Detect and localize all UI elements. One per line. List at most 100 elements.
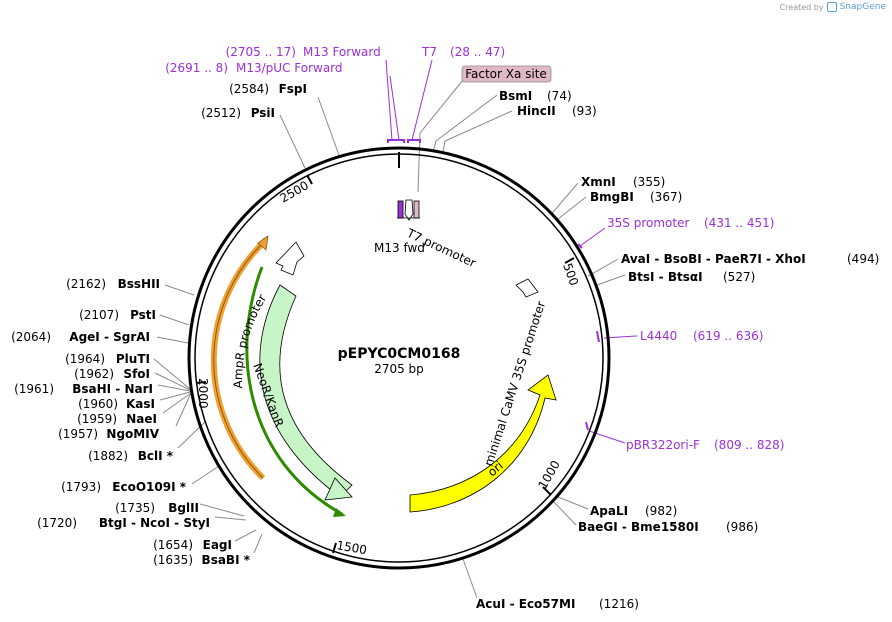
site-psii-name: PsiI bbox=[251, 106, 275, 120]
credit-brand: SnapGene bbox=[839, 2, 886, 12]
site-btgi-pos: (1720) bbox=[37, 516, 77, 530]
site-pluti-pos: (1964) bbox=[65, 352, 105, 366]
primer-mark-m13 bbox=[387, 139, 405, 143]
primer-pbr322-name: pBR322ori-F bbox=[626, 438, 700, 452]
credit-text: Created by bbox=[779, 2, 824, 12]
t7-promoter-feature bbox=[404, 199, 414, 221]
factor-xa-feature bbox=[413, 200, 420, 219]
primer-mark-t7 bbox=[407, 139, 421, 143]
leader-ngomiv bbox=[175, 392, 192, 427]
leader-bglii bbox=[199, 503, 245, 517]
leader-fspi bbox=[317, 96, 341, 159]
plasmid-length: 2705 bp bbox=[374, 362, 424, 376]
site-labels-left: BsaBI * (1635) EagI (1654) BtgI - NcoI -… bbox=[11, 82, 307, 567]
leader-m13puc bbox=[389, 75, 400, 141]
leader-factorxa bbox=[417, 79, 464, 193]
primer-pbr322-range: (809 .. 828) bbox=[714, 438, 784, 452]
tick-mark-1000 bbox=[542, 486, 552, 496]
site-naei-pos: (1959) bbox=[77, 412, 117, 426]
site-bsahi-name: BsaHI - NarI bbox=[72, 382, 153, 396]
site-eco0109i-name: EcoO109I * bbox=[112, 480, 186, 494]
ampr-promoter-arrow bbox=[275, 241, 305, 276]
site-naei-name: NaeI bbox=[126, 412, 157, 426]
primer-35s-name: 35S promoter bbox=[607, 216, 689, 230]
site-eco0109i-pos: (1793) bbox=[61, 480, 101, 494]
primer-mark-l4440 bbox=[596, 330, 600, 343]
tick-label-500: 500 bbox=[560, 261, 581, 287]
site-psti-name: PstI bbox=[130, 308, 156, 322]
leader-bsmi bbox=[432, 94, 498, 153]
site-avai-name: AvaI - BsoBI - PaeR7I - XhoI bbox=[621, 252, 806, 266]
leader-apali bbox=[557, 496, 589, 510]
site-xmni-name: XmnI bbox=[581, 175, 616, 189]
primer-mark-pbr322 bbox=[585, 421, 589, 431]
site-ngomiv-name: NgoMIV bbox=[106, 427, 159, 441]
site-bcli-pos: (1882) bbox=[88, 449, 128, 463]
site-bsabi-pos: (1635) bbox=[153, 553, 193, 567]
leader-m13fwd bbox=[385, 59, 393, 141]
site-hincii-pos: (93) bbox=[572, 104, 597, 118]
site-sfoi-pos: (1962) bbox=[74, 367, 114, 381]
site-acui-pos: (1216) bbox=[599, 597, 639, 611]
site-xmni-pos: (355) bbox=[633, 175, 665, 189]
leader-avai bbox=[587, 258, 619, 277]
leader-bsabi bbox=[253, 533, 263, 554]
leader-eagi bbox=[234, 529, 257, 542]
site-bsshii-name: BssHII bbox=[118, 277, 160, 291]
leader-hincii bbox=[442, 110, 513, 154]
leader-naei bbox=[162, 392, 192, 414]
site-btsi-pos: (527) bbox=[723, 270, 755, 284]
leader-xmni bbox=[551, 182, 579, 214]
site-fspi-name: FspI bbox=[279, 82, 307, 96]
neo-line-arrowhead bbox=[333, 508, 346, 517]
leader-eco0109i bbox=[191, 465, 220, 485]
site-psti-pos: (2107) bbox=[79, 308, 119, 322]
plasmid-name: pEPYC0CM0168 bbox=[338, 346, 461, 362]
site-bsshii-pos: (2162) bbox=[66, 277, 106, 291]
neo-kanr-outer-line bbox=[245, 266, 343, 516]
m13-fwd-feature bbox=[397, 200, 404, 219]
tick-mark-2000 bbox=[195, 381, 207, 384]
site-bglii-name: BglII bbox=[168, 501, 199, 515]
site-bglii-pos: (1735) bbox=[115, 501, 155, 515]
site-btsi-name: BtsI - BtsαI bbox=[628, 270, 703, 284]
leader-lines bbox=[153, 79, 626, 599]
leader-bsahi bbox=[157, 384, 191, 392]
site-labels-right: BsmI (74) HincII (93) XmnI (355) BmgBI (… bbox=[476, 89, 879, 611]
leader-psti bbox=[159, 314, 190, 326]
site-bsabi-name: BsaBI * bbox=[202, 553, 251, 567]
site-acui-name: AcuI - Eco57MI bbox=[476, 597, 575, 611]
tick-mark-2500 bbox=[306, 174, 313, 185]
leader-btsi bbox=[596, 274, 626, 286]
site-psii-pos: (2512) bbox=[201, 106, 241, 120]
site-bmgbi-pos: (367) bbox=[650, 190, 682, 204]
tick-mark-500 bbox=[564, 257, 575, 264]
primer-t7-range: (28 .. 47) bbox=[450, 45, 505, 59]
leader-bmgbi bbox=[557, 196, 587, 220]
site-bsmi-pos: (74) bbox=[547, 89, 572, 103]
leader-btgi bbox=[214, 516, 247, 521]
camv-promoter-arrow bbox=[515, 278, 539, 298]
neo-kanr-arrowhead bbox=[324, 477, 353, 501]
primer-l4440-range: (619 .. 636) bbox=[693, 329, 763, 343]
primer-mark-35s bbox=[577, 243, 583, 249]
tick-mark-1500 bbox=[332, 542, 337, 554]
primer-t7-name: T7 bbox=[421, 45, 437, 59]
leader-t7 bbox=[411, 59, 433, 141]
primer-labels: (2705 .. 17) M13 Forward (2691 .. 8) M13… bbox=[165, 45, 784, 452]
site-hincii-name: HincII bbox=[517, 104, 556, 118]
leader-pluti bbox=[153, 358, 191, 390]
site-btgi-name: BtgI - NcoI - StyI bbox=[99, 516, 210, 530]
leader-psii bbox=[279, 114, 306, 169]
orange-feature-arrowhead bbox=[257, 235, 269, 251]
primer-l4440-name: L4440 bbox=[640, 329, 677, 343]
ori-feature bbox=[409, 374, 557, 513]
scale-ticks bbox=[195, 174, 575, 554]
primer-m13puc-range: (2691 .. 8) bbox=[165, 61, 228, 75]
leader-bsshii bbox=[164, 284, 195, 296]
site-bmgbi-name: BmgBI bbox=[590, 190, 634, 204]
snapgene-credit: Created by SnapGene bbox=[780, 2, 886, 12]
site-avai-pos: (494) bbox=[847, 252, 879, 266]
snapgene-logo-icon bbox=[826, 2, 837, 12]
